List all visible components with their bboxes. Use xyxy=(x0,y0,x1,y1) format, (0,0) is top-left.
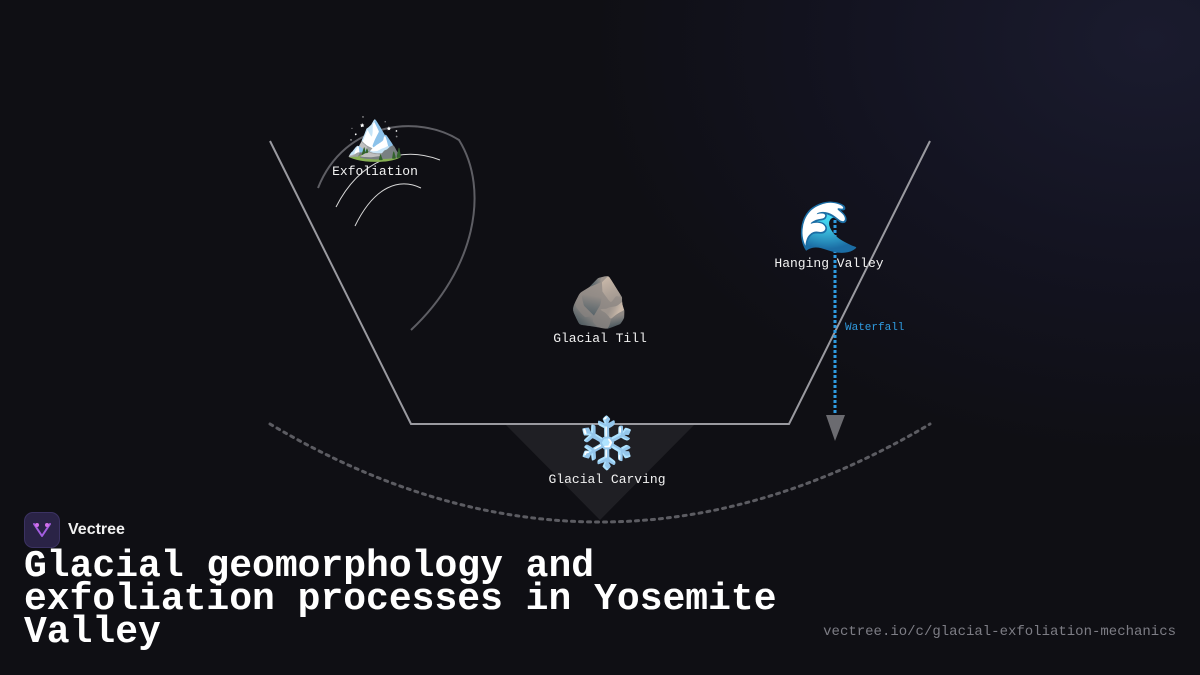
node-glacial-till-label: Glacial Till xyxy=(553,331,647,346)
waterfall-label: Waterfall xyxy=(845,322,904,334)
node-hanging-valley-label: Hanging Valley xyxy=(774,256,884,271)
node-exfoliation: 🏔️ Exfoliation xyxy=(332,112,418,179)
page-title: Glacial geomorphology and exfoliation pr… xyxy=(24,545,777,654)
node-glacial-till: 🪨 Glacial Till xyxy=(553,277,647,346)
node-glacial-carving-label: Glacial Carving xyxy=(548,472,666,487)
exfoliation-sheet-1 xyxy=(335,153,441,208)
exfoliation-dome-curve xyxy=(317,125,476,331)
mountain-icon: 🏔️ xyxy=(345,108,405,164)
node-glacial-carving: ❄️ Glacial Carving xyxy=(548,418,665,487)
valley-profile xyxy=(269,140,931,425)
rock-icon: 🪨 xyxy=(568,273,632,331)
carving-wedge xyxy=(505,424,695,520)
snowflake-icon: ❄️ xyxy=(575,414,639,472)
exfoliation-sheet-2 xyxy=(354,183,422,227)
node-hanging-valley: 🌊 Hanging Valley xyxy=(774,202,883,271)
brand-name: Vectree xyxy=(68,521,125,538)
source-url[interactable]: vectree.io/c/glacial-exfoliation-mechani… xyxy=(823,624,1176,640)
brand: Vectree xyxy=(24,512,125,548)
vectree-logo-icon xyxy=(24,512,60,548)
wave-icon: 🌊 xyxy=(797,198,861,256)
waterfall-arrowhead xyxy=(826,415,845,441)
glacier-arc xyxy=(268,422,932,524)
node-exfoliation-label: Exfoliation xyxy=(332,164,418,179)
vectree-logo-glyph xyxy=(33,523,51,537)
